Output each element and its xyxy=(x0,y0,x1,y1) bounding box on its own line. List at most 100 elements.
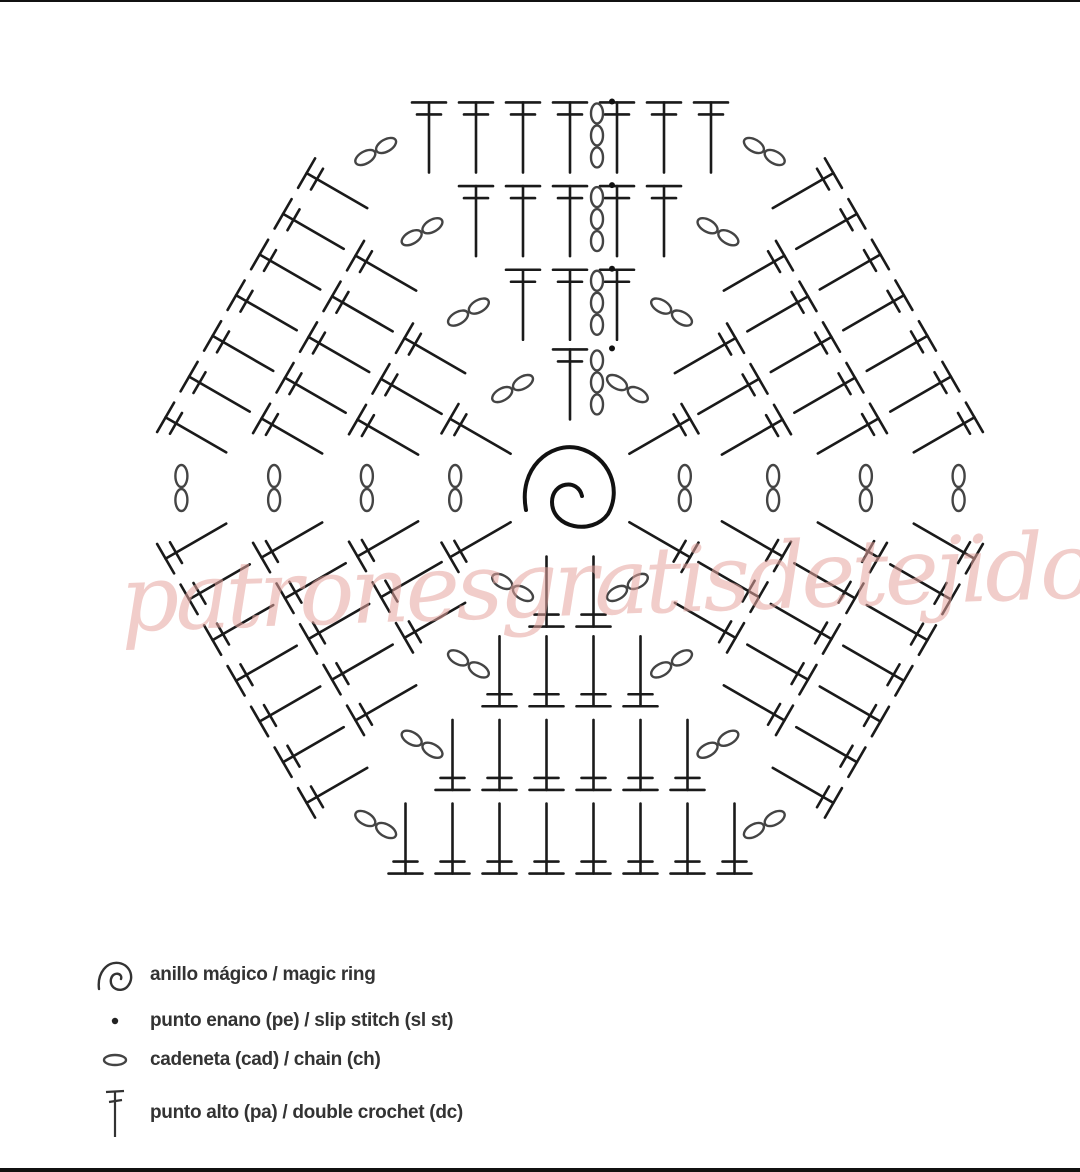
chain-stitch xyxy=(354,809,377,828)
double-crochet-stitch xyxy=(528,718,565,792)
double-crochet-stitch xyxy=(387,802,424,875)
legend-item-double-crochet: punto alto (pa) / double crochet (dc) xyxy=(80,1078,680,1148)
double-crochet-stitch xyxy=(622,718,659,792)
legend-item-chain: cadeneta (cad) / chain (ch) xyxy=(80,1042,680,1078)
magic-ring-icon xyxy=(522,445,616,529)
double-crochet-stitch xyxy=(628,520,700,574)
double-crochet-stitch xyxy=(273,725,346,779)
double-crochet-stitch xyxy=(273,197,346,251)
chain-stitch xyxy=(421,217,444,235)
double-crochet-stitch xyxy=(575,555,612,628)
chain-stitch xyxy=(763,148,786,167)
chain-stitch xyxy=(717,729,740,747)
double-crochet-stitch xyxy=(528,802,565,875)
double-crochet-stitch xyxy=(865,603,938,657)
chain-stitch xyxy=(446,309,470,327)
chain-stitch xyxy=(447,487,463,513)
double-crochet-stitch xyxy=(347,520,420,573)
legend: anillo mágico / magic ring punto enano (… xyxy=(80,950,680,1148)
double-crochet-stitch xyxy=(322,643,394,696)
double-crochet-stitch xyxy=(440,520,512,574)
double-crochet-stitch xyxy=(769,321,842,374)
double-crochet-stitch xyxy=(226,279,299,332)
chain-stitch xyxy=(589,291,605,314)
double-crochet-stitch xyxy=(371,560,443,614)
chain-stitch xyxy=(354,148,377,167)
chain-stitch xyxy=(589,124,605,147)
chain-stitch xyxy=(511,373,535,392)
chain-stitch xyxy=(951,463,966,489)
double-crochet-stitch xyxy=(179,563,252,616)
double-crochet-stitch xyxy=(275,561,347,615)
chain-stitch xyxy=(670,649,694,667)
chain-stitch xyxy=(374,136,398,155)
double-crochet-stitch xyxy=(628,402,700,456)
chain-stitch xyxy=(400,729,423,747)
double-crochet-stitch xyxy=(347,403,420,456)
double-crochet-stitch xyxy=(504,184,542,258)
double-crochet-stitch xyxy=(202,319,275,373)
chain-stitch xyxy=(605,373,629,392)
top-border xyxy=(0,0,1080,2)
double-crochet-stitch xyxy=(746,280,818,333)
chain-stitch xyxy=(858,487,874,513)
double-crochet-stitch xyxy=(296,766,369,819)
chain-stitch xyxy=(763,809,786,828)
double-crochet-stitch xyxy=(249,238,322,291)
double-crochet-stitch xyxy=(722,239,795,292)
double-crochet-stitch xyxy=(345,684,418,737)
legend-item-magic-ring: anillo mágico / magic ring xyxy=(80,950,680,1000)
double-crochet-stitch xyxy=(251,402,324,455)
double-crochet-stitch xyxy=(202,603,275,657)
chain-stitch xyxy=(174,487,189,513)
double-crochet-stitch xyxy=(771,766,844,819)
double-crochet-stitch xyxy=(575,802,612,875)
double-crochet-stitch xyxy=(794,197,867,251)
double-crochet-stitch xyxy=(296,157,369,210)
chain-stitch xyxy=(589,313,605,336)
chain-stitch xyxy=(589,371,605,394)
chain-stitch xyxy=(589,349,605,372)
double-crochet-stitch xyxy=(865,319,938,373)
double-crochet-stitch xyxy=(697,560,769,614)
double-crochet-stitch xyxy=(481,802,518,875)
double-crochet-stitch xyxy=(720,403,793,456)
slip-stitch-icon xyxy=(80,1011,150,1031)
double-crochet-stitch xyxy=(504,268,542,342)
double-crochet-stitch xyxy=(528,555,565,628)
chain-stitch xyxy=(589,229,605,253)
legend-item-slip-stitch: punto enano (pe) / slip stitch (sl st) xyxy=(80,1000,680,1042)
double-crochet-stitch xyxy=(622,634,659,708)
double-crochet-stitch xyxy=(575,718,612,792)
double-crochet-stitch xyxy=(888,563,961,616)
double-crochet-stitch xyxy=(345,239,418,292)
double-crochet-stitch xyxy=(322,280,394,333)
chain-stitch xyxy=(491,385,514,404)
chain-stitch xyxy=(359,463,375,489)
double-crochet-stitch xyxy=(440,402,512,456)
chain-stitch xyxy=(511,584,535,603)
chain-stitch xyxy=(765,463,781,489)
double-crochet-stitch xyxy=(598,184,636,258)
double-crochet-stitch xyxy=(818,685,891,738)
double-crochet-stitch xyxy=(746,643,818,696)
double-crochet-stitch xyxy=(410,101,448,174)
chain-stitch xyxy=(742,821,766,840)
chain-stitch xyxy=(696,217,719,235)
double-crochet-stitch xyxy=(481,634,518,708)
chain-stitch xyxy=(589,102,605,125)
double-crochet-stitch xyxy=(155,401,228,454)
double-crochet-stitch xyxy=(771,157,844,210)
chain-stitch xyxy=(765,487,781,513)
chain-stitch xyxy=(677,463,693,489)
chain-stitch xyxy=(467,661,491,679)
slip-stitch xyxy=(609,182,615,189)
double-crochet-stitch xyxy=(251,521,324,574)
double-crochet-stitch xyxy=(645,184,683,258)
double-crochet-stitch xyxy=(669,718,706,792)
double-crochet-stitch xyxy=(794,725,867,779)
double-crochet-stitch xyxy=(394,601,467,654)
legend-label: punto alto (pa) / double crochet (dc) xyxy=(150,1102,463,1123)
chain-stitch xyxy=(649,297,673,315)
crochet-hexagon-chart xyxy=(155,98,985,875)
